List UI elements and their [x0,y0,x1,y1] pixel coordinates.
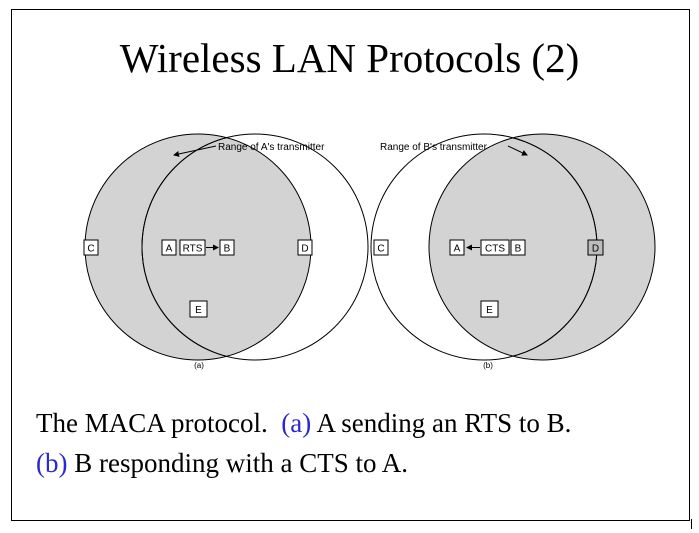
svg-text:C: C [377,244,384,255]
station-e: E [189,300,208,318]
corner-mark [691,519,696,529]
range-circle-b-overlap-outline [141,134,311,360]
caption-line-1-prefix: The MACA protocol. [36,408,282,438]
station-b: B [219,239,235,256]
station-a: A [449,239,465,256]
svg-text:E: E [195,305,202,316]
caption-line-2: (b) B responding with a CTS to A. [36,443,571,483]
station-d: D [297,239,313,256]
svg-text:CTS: CTS [485,244,505,255]
caption-line-2-rest: B responding with a CTS to A. [67,448,408,478]
range-label-a: Range of A's transmitter [218,142,325,153]
svg-text:B: B [224,244,231,255]
sublabel-a: (a) [194,361,204,370]
svg-text:B: B [515,244,522,255]
svg-text:D: D [301,244,308,255]
slide-title: Wireless LAN Protocols (2) [119,35,580,81]
svg-text:A: A [166,244,173,255]
sublabel-b: (b) [483,361,493,370]
svg-text:RTS: RTS [183,244,203,255]
station-c: C [83,239,99,256]
caption-line-1-rest: A sending an RTS to B. [311,408,572,438]
range-leader-arrow-a [173,145,217,157]
svg-text:A: A [454,244,461,255]
station-e: E [480,300,499,318]
station-c: C [373,239,389,256]
message-rts: RTS [179,239,206,256]
caption-tag-a: (a) [281,408,312,438]
svg-text:C: C [87,244,94,255]
diagram-b: Range of B's transmitter C A CTS B D E (… [370,133,656,370]
caption-tag-b: (b) [36,448,68,478]
slide-caption: The MACA protocol. (a) A sending an RTS … [36,403,571,483]
svg-text:D: D [592,244,599,255]
diagram-a: Range of A's transmitter C A RTS B D E (… [83,133,369,370]
caption-line-1: The MACA protocol. (a) A sending an RTS … [36,403,571,443]
station-b: B [510,239,526,256]
station-a: A [161,239,177,256]
svg-text:E: E [486,305,493,316]
station-d: D [587,239,604,256]
message-cts: CTS [480,239,510,256]
range-leader-arrow-b [507,145,528,156]
range-label-b: Range of B's transmitter [380,142,488,153]
